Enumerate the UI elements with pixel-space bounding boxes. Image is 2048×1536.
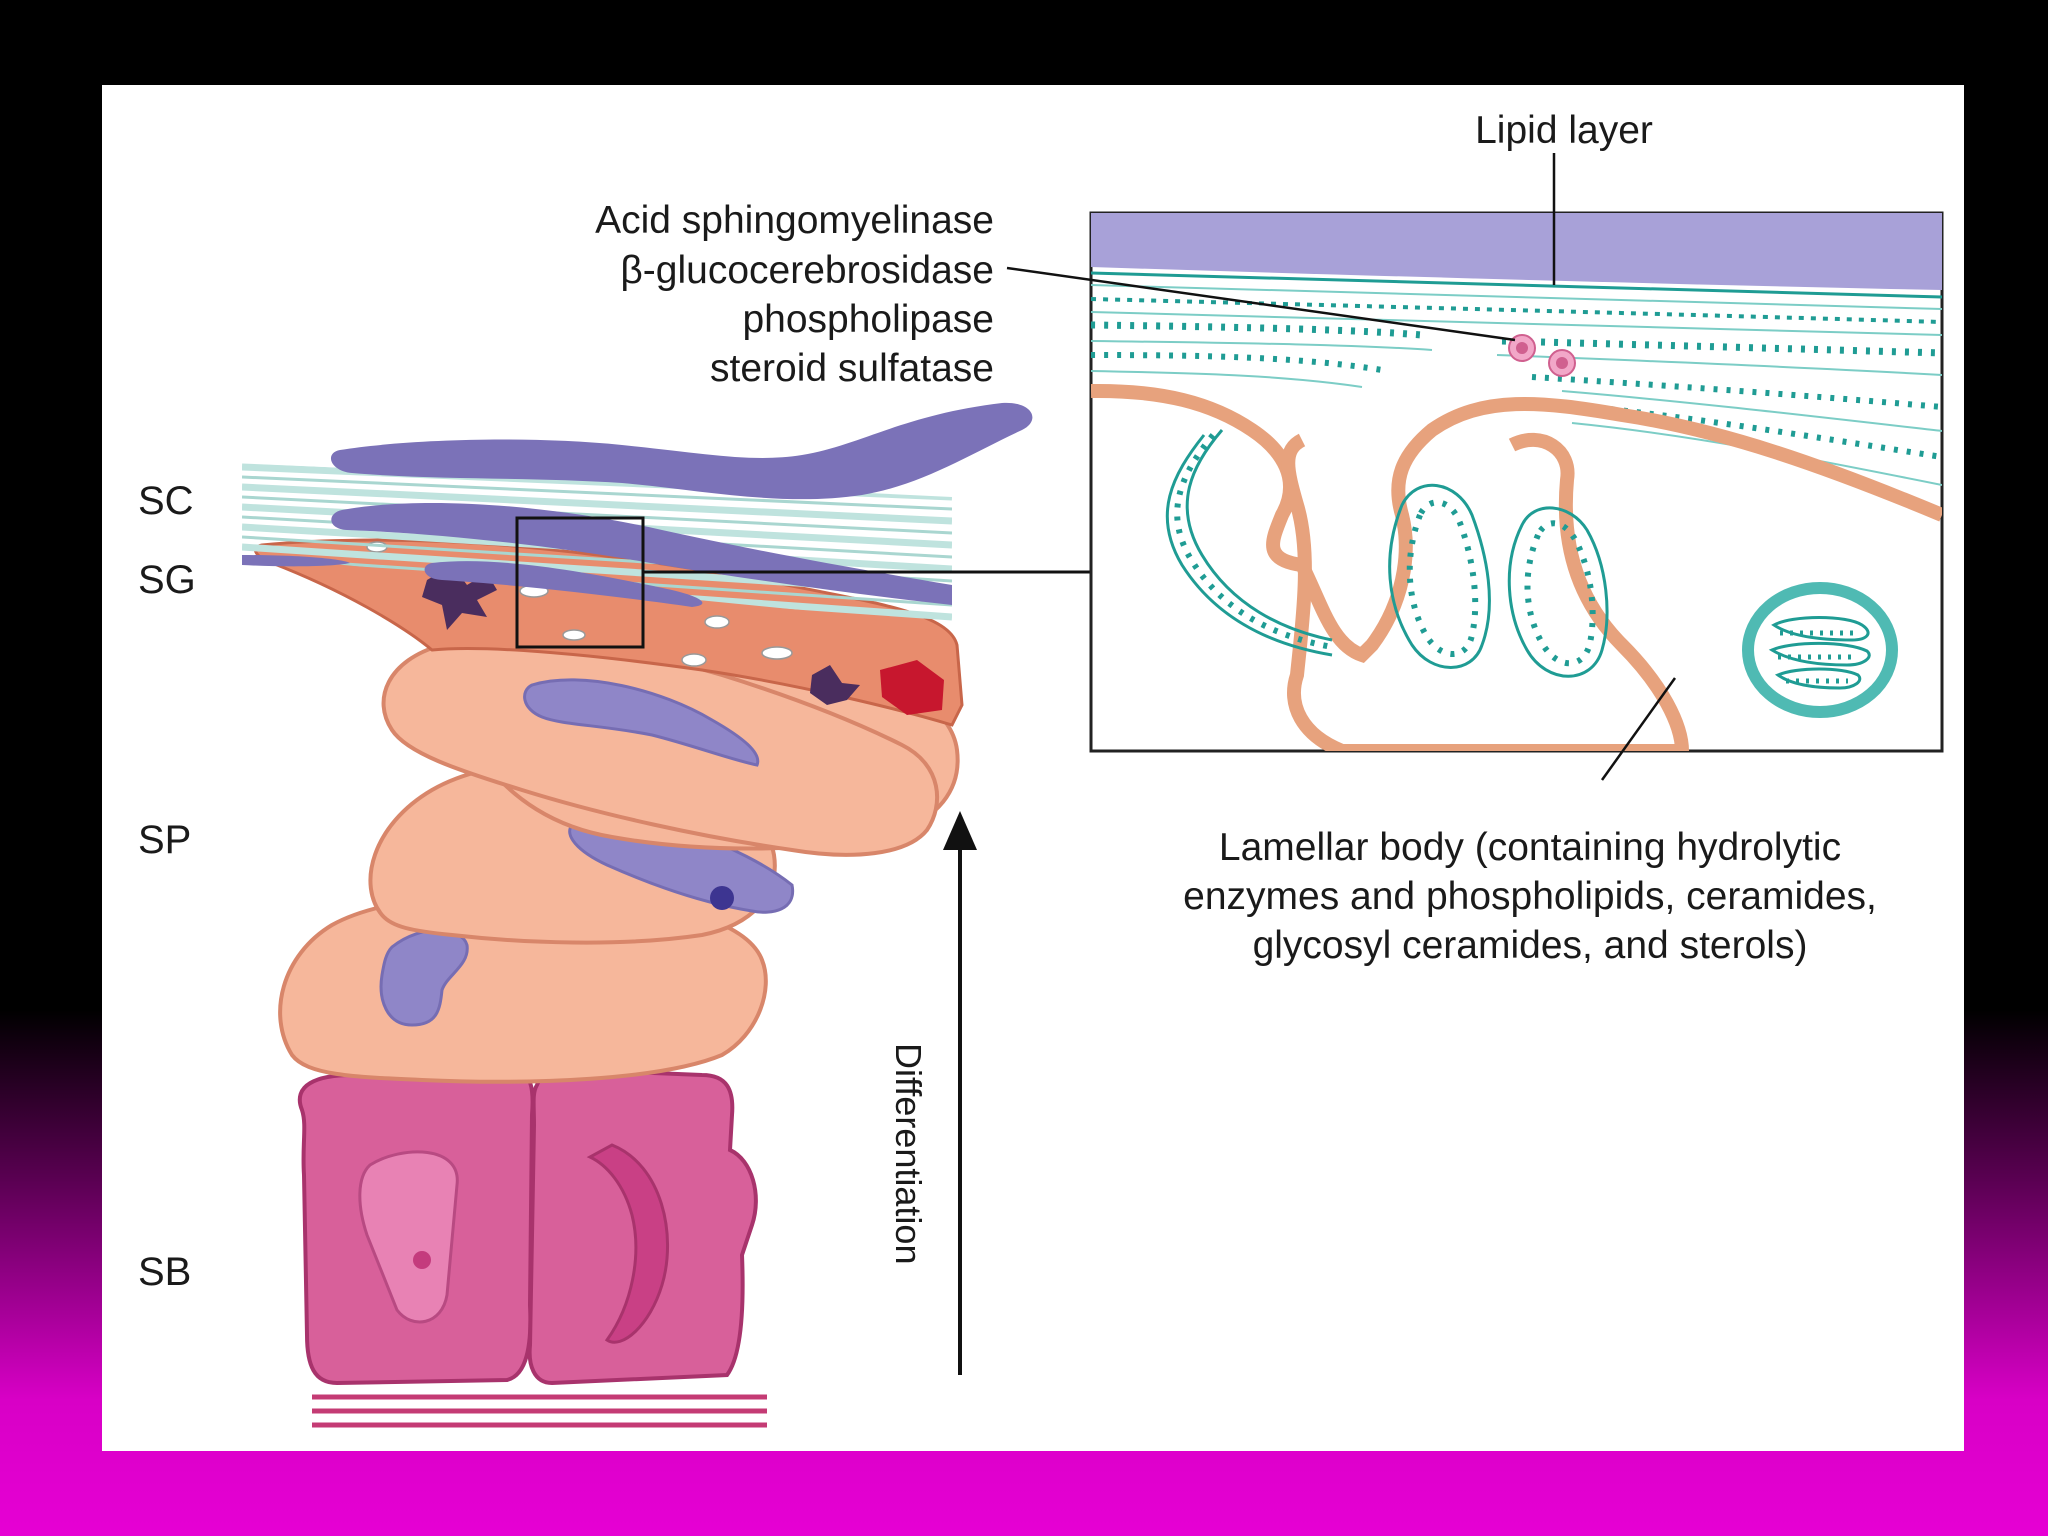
- basement-membrane: [312, 1394, 767, 1428]
- granular-layer: [254, 538, 964, 727]
- label-sp: SP: [138, 818, 191, 862]
- lamellar-leader-line: [1600, 677, 1677, 781]
- basal-cell-right: [527, 1067, 758, 1386]
- label-sb: SB: [138, 1250, 191, 1294]
- label-steroid-sulfatase: steroid sulfatase: [710, 347, 994, 390]
- basal-cell-left: [298, 1067, 535, 1386]
- enzyme-leader-line: [1006, 266, 1516, 342]
- epidermis-diagram: SC SG SP SB Differentiation Acid sphingo…: [138, 109, 1944, 1428]
- label-lipid-layer: Lipid layer: [1475, 109, 1653, 152]
- label-lamellar-body-line3: glycosyl ceramides, and sterols): [1253, 924, 1808, 967]
- label-acid-sphingomyelinase: Acid sphingomyelinase: [595, 199, 994, 242]
- label-sc: SC: [138, 479, 194, 523]
- lamellar-body: [1742, 582, 1898, 718]
- label-sg: SG: [138, 558, 196, 602]
- label-differentiation: Differentiation: [888, 1043, 929, 1264]
- figure-panel: SC SG SP SB Differentiation Acid sphingo…: [102, 85, 1964, 1451]
- label-beta-glucocerebrosidase: β-glucocerebrosidase: [620, 249, 994, 292]
- inset-lamellar-detail: [1089, 211, 1944, 753]
- differentiation-arrow: [943, 811, 977, 1375]
- label-phospholipase: phospholipase: [742, 298, 994, 341]
- label-lamellar-body-line1: Lamellar body (containing hydrolytic: [1219, 826, 1841, 869]
- label-lamellar-body-line2: enzymes and phospholipids, ceramides,: [1183, 875, 1877, 918]
- zoom-box: [515, 516, 645, 649]
